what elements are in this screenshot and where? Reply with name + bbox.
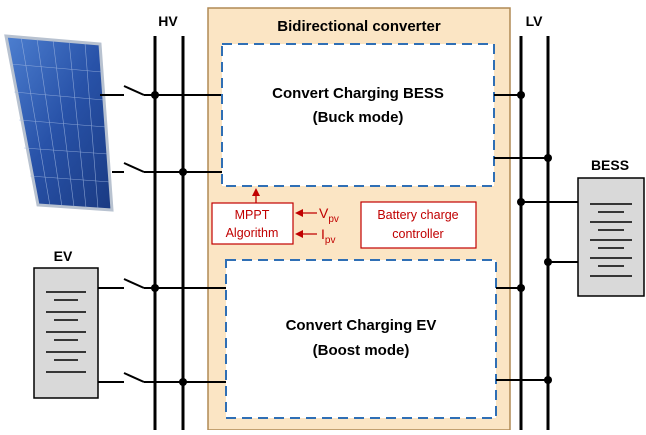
hv-junctions-bottom: [151, 284, 187, 386]
lv-junctions-bottom: [517, 284, 552, 384]
block-buck-line2: (Buck mode): [313, 109, 404, 126]
block-buck-line1: Convert Charging BESS: [272, 85, 444, 102]
battery-controller-box: [360, 201, 477, 249]
battery-controller-line2: controller: [392, 227, 443, 241]
mppt-line1: MPPT: [235, 208, 270, 222]
lv-junctions-top: [517, 91, 552, 162]
block-boost: [225, 259, 497, 419]
ev-label: EV: [54, 248, 73, 264]
hv-label: HV: [158, 13, 178, 29]
lv-label: LV: [526, 13, 544, 29]
vpv-label: Vpv: [319, 205, 339, 225]
battery-controller-line1: Battery charge: [377, 208, 458, 222]
bess-battery-icon: [577, 177, 645, 297]
solar-panel-icon: [4, 34, 114, 212]
block-buck: [221, 43, 495, 187]
top-lv-connections: [494, 94, 548, 159]
bess-connections: [521, 201, 578, 263]
block-boost-line1: Convert Charging EV: [286, 317, 437, 334]
ev-connections: [98, 278, 226, 383]
block-boost-line2: (Boost mode): [313, 342, 410, 359]
solar-connections: [100, 85, 222, 173]
ev-battery-icon: [33, 267, 99, 399]
bottom-lv-connections: [496, 287, 548, 381]
mppt-box: [211, 202, 294, 245]
ipv-label: Ipv: [321, 226, 335, 246]
converter-title: Bidirectional converter: [277, 18, 441, 35]
lv-junctions-bess: [517, 198, 552, 266]
hv-junctions-top: [151, 91, 187, 176]
mppt-line2: Algorithm: [226, 226, 279, 240]
bess-label: BESS: [591, 157, 629, 173]
